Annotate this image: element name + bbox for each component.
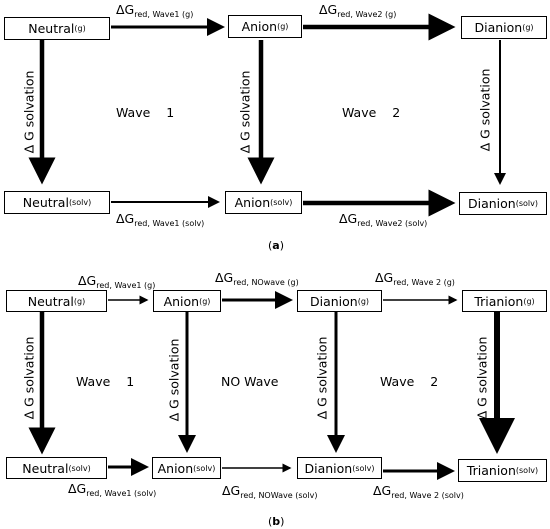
solvation-label-a-right: Δ G solvation xyxy=(477,68,493,152)
edge-label-b-red-wave1-solv: ΔGred, Wave1 (solv) xyxy=(68,481,156,498)
node-sub: (g) xyxy=(199,296,211,306)
node-label: Trianion xyxy=(466,463,516,478)
edge-label-base: ΔG xyxy=(373,483,392,498)
solvation-label-b-left: Δ G solvation xyxy=(21,336,37,420)
node-sub: (solv) xyxy=(515,199,538,208)
node-label: Anion xyxy=(234,195,271,210)
node-sub: (solv) xyxy=(270,198,293,207)
node-b-neutral-solv: Neutral(solv) xyxy=(6,457,107,479)
edge-label-sub: red, Wave1 (g) xyxy=(96,281,156,290)
solvation-label-b-dianion: Δ G solvation xyxy=(314,336,330,420)
edge-label-a-red-wave2-g: ΔGred, Wave2 (g) xyxy=(319,2,396,19)
node-label: Neutral xyxy=(28,21,75,36)
node-b-trianion-solv: Trianion(solv) xyxy=(458,459,547,482)
node-a-anion-g: Anion(g) xyxy=(228,15,302,38)
node-a-neutral-solv: Neutral(solv) xyxy=(4,191,110,214)
solvation-label-a-middle: Δ G solvation xyxy=(237,70,253,154)
node-a-anion-solv: Anion(solv) xyxy=(225,191,302,214)
node-sub: (solv) xyxy=(68,198,92,207)
edge-label-sub: red, Wave1 (solv) xyxy=(134,219,205,228)
edge-label-b-red-nowave-solv: ΔGred, NOWave (solv) xyxy=(222,483,318,500)
node-label: Anion xyxy=(157,460,194,476)
node-sub: (solv) xyxy=(193,463,216,473)
caption-b-letter: b xyxy=(272,515,281,528)
edge-label-b-red-wave2-solv: ΔGred, Wave 2 (solv) xyxy=(373,483,464,500)
node-label: Trianion xyxy=(474,293,524,309)
region-label-a-wave2: Wave 2 xyxy=(342,105,401,120)
edge-label-b-red-wave1-g: ΔGred, Wave1 (g) xyxy=(78,273,155,290)
solvation-label-a-left: Δ G solvation xyxy=(21,70,37,154)
node-b-dianion-solv: Dianion(solv) xyxy=(297,457,382,479)
solvation-label-b-anion: Δ G solvation xyxy=(166,338,182,422)
edge-label-sub: red, Wave 2 (g) xyxy=(393,278,455,287)
node-sub: (g) xyxy=(74,24,86,33)
node-sub: (solv) xyxy=(515,466,539,475)
node-sub: (g) xyxy=(73,296,86,306)
edge-label-a-red-wave1-solv: ΔGred, Wave1 (solv) xyxy=(116,211,204,228)
edge-label-base: ΔG xyxy=(68,481,87,496)
caption-a-letter: a xyxy=(272,239,280,252)
region-label-a-wave1: Wave 1 xyxy=(116,105,175,120)
edge-label-a-red-wave1-g: ΔGred, Wave1 (g) xyxy=(116,2,193,19)
edge-label-base: ΔG xyxy=(222,483,241,498)
node-a-dianion-g: Dianion(g) xyxy=(461,16,547,39)
edge-label-sub: red, Wave2 (solv) xyxy=(357,219,428,228)
caption-b: (b) xyxy=(268,515,285,528)
node-b-neutral-g: Neutral(g) xyxy=(6,290,107,312)
node-b-anion-g: Anion(g) xyxy=(153,290,221,312)
edge-label-base: ΔG xyxy=(215,270,234,285)
edge-label-sub: red, Wave1 (g) xyxy=(134,10,194,19)
edge-label-b-red-nowave-g: ΔGred, NOwave (g) xyxy=(215,270,299,287)
edge-label-sub: red, Wave2 (g) xyxy=(337,10,397,19)
region-label-b-nowave: NO Wave xyxy=(221,374,279,389)
node-b-trianion-g: Trianion(g) xyxy=(462,290,547,312)
region-label-b-wave2: Wave 2 xyxy=(380,374,439,389)
edge-label-base: ΔG xyxy=(116,2,135,17)
region-label-b-wave1: Wave 1 xyxy=(76,374,135,389)
node-label: Dianion xyxy=(304,460,353,476)
edge-label-base: ΔG xyxy=(339,211,358,226)
edge-label-base: ΔG xyxy=(116,211,135,226)
edge-label-base: ΔG xyxy=(375,270,394,285)
edge-label-b-red-wave2-g: ΔGred, Wave 2 (g) xyxy=(375,270,455,287)
node-label: Neutral xyxy=(22,195,69,210)
node-a-neutral-g: Neutral(g) xyxy=(4,17,110,40)
node-sub: (solv) xyxy=(68,463,91,473)
edge-label-sub: red, Wave1 (solv) xyxy=(86,489,157,498)
edge-label-sub: red, NOWave (solv) xyxy=(240,491,318,500)
edge-label-a-red-wave2-solv: ΔGred, Wave2 (solv) xyxy=(339,211,427,228)
node-label: Neutral xyxy=(22,460,69,476)
node-label: Dianion xyxy=(468,196,516,211)
edge-label-base: ΔG xyxy=(319,2,338,17)
edge-label-sub: red, NOwave (g) xyxy=(233,278,299,287)
node-sub: (g) xyxy=(357,296,370,306)
node-sub: (solv) xyxy=(352,463,375,473)
node-sub: (g) xyxy=(523,296,535,306)
node-sub: (g) xyxy=(522,23,534,32)
node-label: Neutral xyxy=(27,293,74,309)
solvation-label-b-right: Δ G solvation xyxy=(474,336,490,420)
node-sub: (g) xyxy=(277,22,289,31)
node-label: Dianion xyxy=(474,20,523,35)
node-a-dianion-solv: Dianion(solv) xyxy=(459,192,547,215)
node-label: Anion xyxy=(241,19,278,34)
edge-label-sub: red, Wave 2 (solv) xyxy=(391,491,464,500)
node-label: Anion xyxy=(163,293,200,309)
caption-a: (a) xyxy=(268,239,285,252)
node-b-anion-solv: Anion(solv) xyxy=(152,457,221,479)
edge-label-base: ΔG xyxy=(78,273,97,288)
node-b-dianion-g: Dianion(g) xyxy=(297,290,382,312)
node-label: Dianion xyxy=(309,293,358,309)
